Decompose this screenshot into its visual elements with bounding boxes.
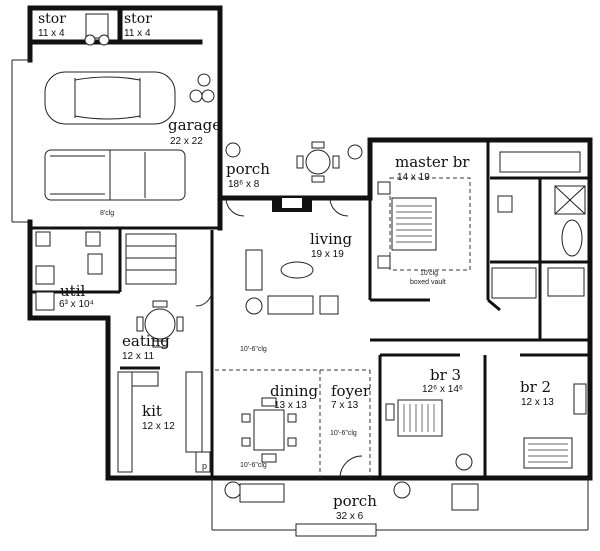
- tractor-icon: [84, 13, 110, 46]
- pickup-truck: [44, 149, 186, 201]
- room-name-kit: kit: [142, 402, 162, 420]
- room-name-stor-right: stor: [124, 11, 152, 27]
- room-size-porch-rear: 18⁶ x 8: [228, 179, 260, 190]
- room-size-stor-right: 11 x 4: [124, 28, 151, 39]
- master-bath-fixtures: [491, 151, 586, 299]
- room-name-br2: br 2: [520, 378, 552, 396]
- room-name-garage: garage: [168, 116, 222, 134]
- room-name-eating: eating: [122, 332, 170, 350]
- storage-bins: [189, 73, 215, 103]
- room-size-foyer: 7 x 13: [331, 400, 359, 411]
- vault-note-master: boxed vault: [410, 279, 446, 286]
- room-size-garage: 22 x 22: [170, 136, 203, 147]
- ceiling-note-garage: 8'clg: [100, 210, 115, 217]
- master-bed: [377, 181, 437, 269]
- ceiling-note-dining: 10'-6"clg: [240, 462, 267, 469]
- interior-walls: [30, 140, 590, 478]
- car-sedan: [44, 71, 176, 125]
- room-size-kit: 12 x 12: [142, 421, 175, 432]
- room-size-br3: 12⁶ x 14⁶: [422, 384, 464, 395]
- room-name-dining: dining: [270, 382, 319, 400]
- room-size-living: 19 x 19: [311, 249, 344, 260]
- front-porch: [211, 478, 589, 537]
- room-name-porch-front: porch: [333, 492, 377, 510]
- room-size-eating: 12 x 11: [122, 351, 155, 362]
- ceiling-note-foyer: 10'-6"clg: [330, 430, 357, 437]
- stairs: [125, 233, 177, 285]
- room-size-dining: 13 x 13: [274, 400, 307, 411]
- ceiling-outlines: [215, 177, 471, 478]
- room-size-br2: 12 x 13: [521, 397, 554, 408]
- pantry-mark: p: [202, 461, 208, 471]
- eating-table: [136, 300, 184, 348]
- room-name-br3: br 3: [430, 366, 462, 384]
- room-size-stor-left: 11 x 4: [38, 28, 65, 39]
- utility-fixtures: [35, 231, 103, 311]
- room-name-foyer: foyer: [331, 382, 371, 400]
- room-name-stor-left: stor: [38, 11, 66, 27]
- dining-table: [241, 397, 297, 463]
- bed-br3: [385, 399, 473, 471]
- porch-table-set: [296, 141, 340, 183]
- room-name-porch-rear: porch: [226, 160, 270, 178]
- door-swings: [195, 197, 363, 479]
- ceiling-note-living: 10'-6"clg: [240, 346, 267, 353]
- bed-br2: [523, 383, 587, 469]
- ceiling-note-master: 10'clg: [420, 270, 439, 277]
- fireplace: [272, 196, 312, 212]
- room-name-util: util: [60, 282, 86, 300]
- room-name-living: living: [310, 230, 353, 248]
- room-size-porch-front: 32 x 6: [336, 511, 364, 522]
- room-size-util: 6³ x 10⁴: [59, 299, 94, 310]
- living-furniture: [245, 249, 339, 315]
- room-size-master-br: 14 x 19: [397, 172, 430, 183]
- kitchen-counters: [117, 371, 211, 473]
- room-name-master-br: master br: [395, 153, 470, 171]
